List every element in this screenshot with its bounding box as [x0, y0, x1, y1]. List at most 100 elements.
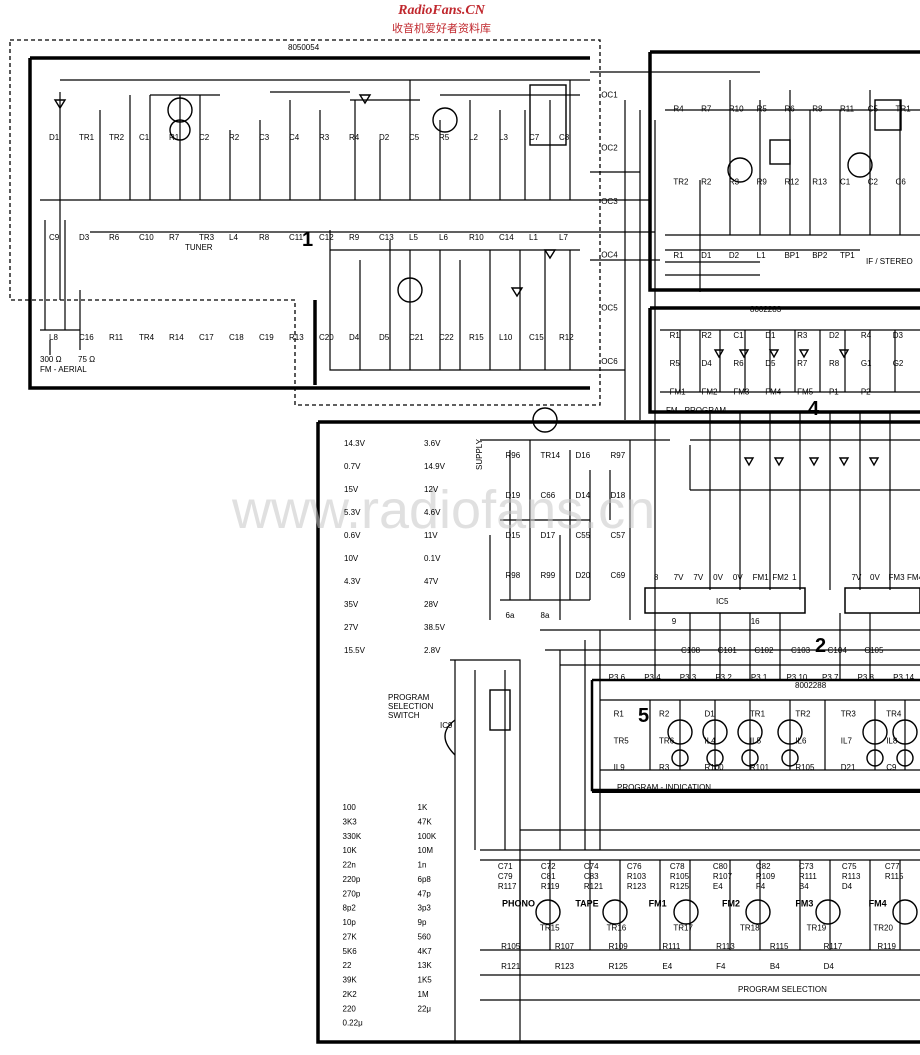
selection-part-label: R121	[584, 882, 604, 891]
supply-part-label: R99	[541, 571, 556, 580]
indication-part-label: TR1	[750, 710, 766, 719]
selection-part-label: C78	[670, 862, 685, 871]
site-logo: RadioFans.CN 收音机爱好者资料库	[392, 3, 491, 36]
selection-part-label: E4	[713, 882, 723, 891]
voltage-label: 11V	[424, 531, 438, 540]
indication-part-label: TR3	[841, 710, 857, 719]
if-part-label: R9	[757, 178, 768, 187]
fm-program-part-label: R7	[797, 359, 808, 368]
if-part-label: R7	[701, 104, 712, 113]
pin-label: P3 6	[609, 673, 626, 682]
selection-transistor-label: TR20	[873, 923, 893, 932]
tuner-part-label: C11	[289, 233, 304, 242]
supply-part-label: C57	[611, 531, 626, 540]
value-label: 10K	[343, 846, 358, 855]
value-label: 22	[343, 961, 352, 970]
value-label: 39K	[343, 976, 358, 985]
if-part-label: R4	[673, 104, 684, 113]
fm-program-part-label: R2	[701, 331, 712, 340]
fm-program-part-label: R6	[733, 359, 744, 368]
voltage-label: 14.3V	[344, 439, 366, 448]
ic-pin-label: 0V	[870, 573, 880, 582]
ic-pin-label: 7V	[693, 573, 703, 582]
selection-part-label: R119	[541, 882, 560, 891]
value-label: 47p	[418, 889, 432, 898]
tuner-part-label: C16	[79, 333, 94, 342]
pin-label: P3 3	[680, 673, 697, 682]
tuner-pin-label: OC6	[601, 357, 618, 366]
program-switch-number: 2	[815, 635, 826, 657]
ic-pin-label: FM1	[753, 573, 770, 582]
tuner-part-label: R12	[559, 333, 574, 342]
switch-label-3: SWITCH	[388, 711, 420, 720]
indication-part-label: R2	[659, 710, 670, 719]
tuner-part-label: C4	[289, 133, 300, 142]
selection-part-label: C80	[713, 862, 728, 871]
if-part-label: R8	[812, 104, 823, 113]
fm-program-part-label: D3	[893, 331, 904, 340]
selection-part-label: R109	[756, 872, 776, 881]
selection-transistor-label: TR15	[540, 923, 560, 932]
fm-program-number: 4	[808, 398, 820, 420]
tuner-part-label: C8	[559, 133, 570, 142]
indication-part-label: IL7	[841, 736, 853, 745]
selection-part-label: R109	[609, 942, 629, 951]
value-label: 560	[418, 932, 432, 941]
tuner-part-label: TR2	[109, 133, 125, 142]
pin-label: P3 1	[751, 673, 768, 682]
selection-part-label: R105	[670, 872, 690, 881]
selection-part-label: R107	[713, 872, 733, 881]
tuner-part-label: D1	[49, 133, 60, 142]
fm-program-label: FM - PROGRAM	[666, 406, 726, 415]
tuner-pin-label: OC4	[601, 250, 618, 259]
fm-program-part-no: 8002283	[750, 305, 782, 314]
voltage-label: 15.5V	[344, 646, 366, 655]
tuner-part-label: C20	[319, 333, 334, 342]
ic-pin-label: FM4	[907, 573, 920, 582]
selection-transistor-label: TR16	[607, 923, 627, 932]
value-label: 220p	[343, 875, 361, 884]
supply-part-label: D14	[576, 491, 591, 500]
tuner-part-label: D5	[379, 333, 390, 342]
fm-program-part-label: R8	[829, 359, 840, 368]
tuner-part-label: TR1	[79, 133, 95, 142]
pin-label: P3 14	[893, 673, 914, 682]
selection-part-label: D4	[824, 962, 835, 971]
selection-part-label: R111	[662, 942, 680, 951]
indication-number: 5	[638, 705, 649, 727]
selection-part-label: R105	[501, 942, 521, 951]
indication-part-label: IL6	[795, 736, 807, 745]
supply-part-label: 6a	[506, 611, 515, 620]
input-label: PHONO	[502, 898, 535, 908]
tuner-part-label: R15	[469, 333, 484, 342]
tuner-part-label: C13	[379, 233, 394, 242]
selection-part-label: D4	[842, 882, 853, 891]
input-label: FM2	[722, 898, 740, 908]
tuner-part-label: C12	[319, 233, 334, 242]
supply-part-label: R97	[611, 451, 626, 460]
selection-part-label: C81	[541, 872, 556, 881]
if-part-label: C6	[896, 178, 907, 187]
tuner-part-label: C2	[199, 133, 210, 142]
pin-label: P3 8	[858, 673, 875, 682]
tuner-part-label: R13	[289, 333, 304, 342]
value-label: 1K	[418, 803, 428, 812]
value-label: 8p2	[343, 904, 357, 913]
tuner-part-label: C3	[259, 133, 270, 142]
value-label: 9p	[418, 918, 427, 927]
fm-program-part-label: P1	[829, 388, 839, 397]
value-label: 6p8	[418, 875, 432, 884]
supply-part-label: D19	[506, 491, 521, 500]
pin-label: P3 10	[786, 673, 807, 682]
tuner-part-label: R7	[169, 233, 180, 242]
voltage-label: 35V	[344, 600, 359, 609]
fm-program-part-label: G2	[893, 359, 904, 368]
supply-part-label: D18	[611, 491, 626, 500]
cap-label: C104	[828, 646, 848, 655]
voltage-label: 0.7V	[344, 462, 361, 471]
fm-program-part-label: FM5	[797, 388, 814, 397]
selection-part-label: C82	[756, 862, 771, 871]
fm-program-part-label: R3	[797, 331, 808, 340]
indication-label: PROGRAM - INDICATION	[617, 783, 711, 792]
indication-part-label: R3	[659, 763, 670, 772]
